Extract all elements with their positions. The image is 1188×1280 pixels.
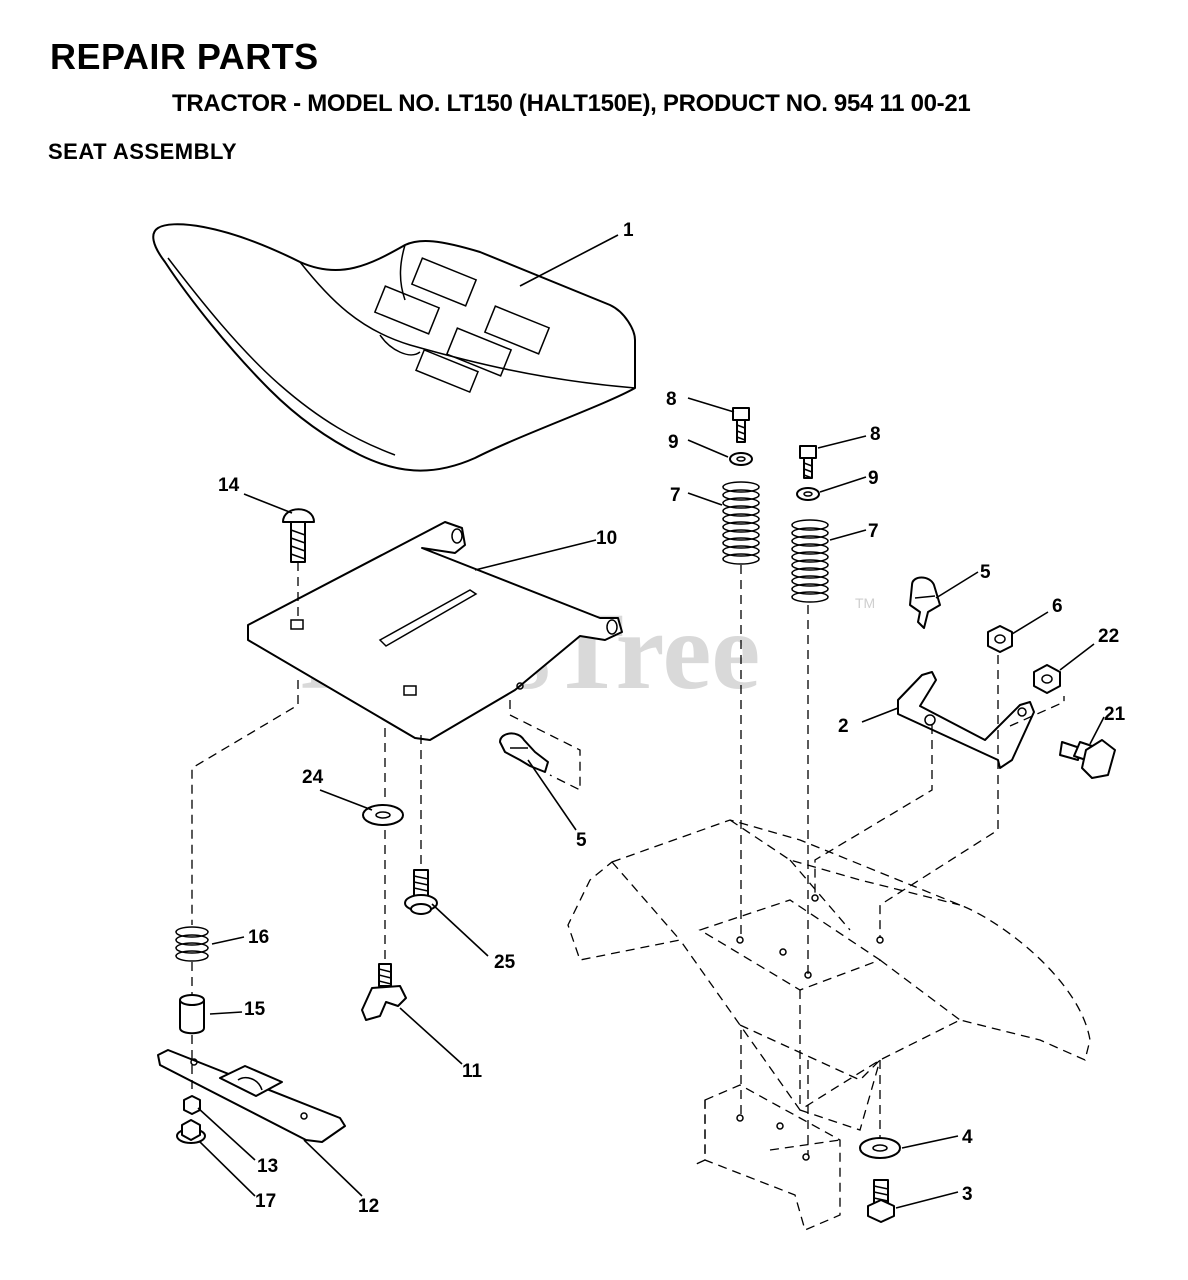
- part-flange-nut-17[interactable]: [176, 1119, 206, 1144]
- part-shoulder-bolt[interactable]: [1059, 739, 1116, 779]
- callout-5-lower: 5: [576, 830, 587, 851]
- alignment-lines: [191, 562, 1065, 1155]
- part-adjuster-plate[interactable]: [157, 1049, 346, 1143]
- part-hex-nut[interactable]: [987, 625, 1013, 653]
- part-spring-16[interactable]: [175, 926, 209, 962]
- tractor-frame-outline: [567, 819, 1091, 1231]
- part-clip-lower[interactable]: [499, 732, 549, 773]
- part-spring-stack-right[interactable]: [791, 445, 829, 603]
- section-title: SEAT ASSEMBLY: [48, 139, 238, 164]
- callout-14: 14: [218, 475, 240, 496]
- callout-25: 25: [494, 952, 516, 973]
- callout-7-right: 7: [868, 521, 879, 542]
- callout-12: 12: [358, 1196, 379, 1217]
- part-carriage-bolt[interactable]: [282, 508, 315, 563]
- callout-8-left: 8: [666, 389, 677, 410]
- leader-lines: [197, 234, 1105, 1209]
- part-spacer[interactable]: [179, 994, 205, 1035]
- callout-4: 4: [962, 1127, 973, 1148]
- callout-9-left: 9: [668, 432, 679, 453]
- callout-17: 17: [255, 1191, 276, 1212]
- callout-21: 21: [1104, 704, 1126, 725]
- callout-6: 6: [1052, 596, 1063, 617]
- part-lock-nut[interactable]: [1033, 664, 1061, 694]
- callout-16: 16: [248, 927, 269, 948]
- callout-3: 3: [962, 1184, 973, 1205]
- callout-13: 13: [257, 1156, 278, 1177]
- callout-11: 11: [462, 1061, 483, 1082]
- model-subtitle: TRACTOR - MODEL NO. LT150 (HALT150E), PR…: [172, 90, 971, 117]
- callout-24: 24: [302, 767, 324, 788]
- part-flange-bolt[interactable]: [404, 869, 438, 915]
- part-seat-pan[interactable]: [247, 521, 623, 741]
- callout-8-right: 8: [870, 424, 881, 445]
- callout-labels: 1 2 3 4 5 5 6 7 7 8 8 9 9 10 11 12 13 14…: [218, 220, 1126, 1217]
- part-clip-upper[interactable]: [909, 576, 941, 629]
- callout-7-left: 7: [670, 485, 681, 506]
- part-spring-stack-left[interactable]: [722, 407, 760, 565]
- part-bracket[interactable]: [897, 671, 1035, 769]
- callout-10: 10: [596, 528, 617, 549]
- watermark-trademark: TM: [855, 595, 875, 611]
- callout-2: 2: [838, 716, 849, 737]
- callout-5-upper: 5: [980, 562, 991, 583]
- callout-15: 15: [244, 999, 266, 1020]
- part-bolt-3[interactable]: [867, 1179, 895, 1223]
- part-nut-13[interactable]: [183, 1095, 201, 1115]
- part-knob[interactable]: [361, 963, 407, 1021]
- part-washer-24[interactable]: [362, 804, 404, 826]
- callout-22: 22: [1098, 626, 1119, 647]
- page-title: REPAIR PARTS: [50, 36, 319, 77]
- part-washer-4[interactable]: [859, 1137, 901, 1159]
- callout-9-right: 9: [868, 468, 879, 489]
- callout-1: 1: [623, 220, 634, 241]
- part-seat[interactable]: [152, 223, 636, 472]
